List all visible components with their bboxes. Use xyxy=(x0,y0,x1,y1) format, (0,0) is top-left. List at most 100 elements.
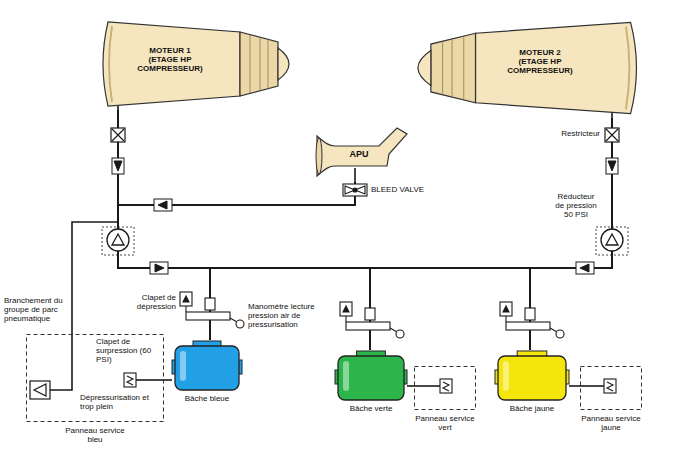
pipe xyxy=(414,385,440,387)
service-panel-valve xyxy=(607,382,613,391)
node-title: Bâche bleue xyxy=(172,394,242,403)
text-holder: MOTEUR 1(ETAGE HP COMPRESSEUR) xyxy=(130,46,210,74)
reservoir-valve-block xyxy=(506,322,550,330)
flow-arrow xyxy=(112,158,124,174)
pipe-connector xyxy=(530,118,612,350)
pipe xyxy=(136,379,164,381)
flow-arrow xyxy=(580,264,589,272)
intake-lip xyxy=(109,26,112,102)
bleed-valve xyxy=(345,186,365,194)
engine-node: MOTEUR 2(ETAGE HP COMPRESSEUR) xyxy=(405,18,640,118)
node-subtitle: (ETAGE HP COMPRESSEUR) xyxy=(130,55,210,73)
pressure-reducer xyxy=(606,234,618,245)
restrictor xyxy=(606,129,618,141)
text-holder: Bâche jaune xyxy=(495,404,569,413)
pressure-reducer xyxy=(601,229,623,251)
node-title: Bâche verte xyxy=(335,404,407,413)
tank-body xyxy=(175,346,239,390)
bleed-valve xyxy=(343,184,367,196)
apu-node: APU xyxy=(315,122,410,182)
dashed-border xyxy=(581,367,642,410)
ground-cart-connector xyxy=(34,384,46,396)
reservoir-node: Bâche bleue xyxy=(172,340,242,406)
service-panel-valve xyxy=(440,379,452,393)
restrictor xyxy=(605,128,619,142)
annotation-label: Clapet de dépression xyxy=(118,293,176,311)
engine-nacelle xyxy=(100,18,300,110)
text-holder: MOTEUR 2(ETAGE HP COMPRESSEUR) xyxy=(500,48,580,76)
flow-arrow xyxy=(608,161,616,171)
flow-arrow xyxy=(155,264,164,272)
text-holder: APU xyxy=(337,149,381,159)
service-panel-valve xyxy=(443,382,449,391)
pipe-connector xyxy=(210,118,612,340)
dashed-border xyxy=(27,335,164,422)
node-title: Panneau service bleu xyxy=(60,426,130,444)
pressure-reducer xyxy=(102,227,134,255)
pressure-reducer xyxy=(596,227,628,255)
flow-arrow xyxy=(158,201,167,209)
engine-body xyxy=(103,22,240,106)
reservoir-valve-block xyxy=(396,330,404,338)
restrictor xyxy=(111,128,619,142)
bleed-valve xyxy=(343,184,367,196)
pressure-reducer xyxy=(107,229,129,251)
intake-lip xyxy=(626,27,630,110)
annotation-label: Dépressurisation et trop plein xyxy=(80,393,160,411)
engine-body xyxy=(476,22,637,113)
reservoir-valve-block xyxy=(180,292,564,338)
apu-body xyxy=(317,128,407,176)
tank-highlight xyxy=(343,361,349,391)
flow-arrow xyxy=(114,161,122,171)
reservoir-valve-block xyxy=(343,306,349,312)
reservoir-node: Bâche jaune xyxy=(495,350,569,416)
text-holder: Panneau service jaune xyxy=(580,414,642,432)
annotation-label: Réducteur de pression 50 PSI xyxy=(554,192,598,220)
ground-cart-pipe xyxy=(50,222,118,390)
reservoir-valve-block xyxy=(500,302,512,316)
service-panel-valve xyxy=(127,376,133,385)
reservoir-node: Bâche verte xyxy=(335,350,407,416)
pipe xyxy=(50,98,612,390)
flow-arrow xyxy=(150,262,168,274)
reservoir-valve-block xyxy=(346,322,390,330)
reservoir-valve-block xyxy=(390,328,397,332)
text-holder: Panneau service bleu xyxy=(60,426,130,444)
pipe-connector xyxy=(370,118,612,350)
reservoir-valve-block xyxy=(185,306,186,312)
restrictor xyxy=(111,128,125,142)
reservoir-valve-block xyxy=(365,308,375,320)
pressure-reducer xyxy=(112,234,124,245)
engine-node: MOTEUR 1(ETAGE HP COMPRESSEUR) xyxy=(100,18,300,110)
annotation-label: Restricteur xyxy=(546,129,600,138)
service-panel-valve xyxy=(604,379,616,393)
reservoir-tank xyxy=(495,350,569,402)
dashed-border xyxy=(415,367,476,410)
text-holder: Bâche verte xyxy=(335,404,407,413)
reservoir-tank xyxy=(335,350,407,402)
pipe xyxy=(118,98,612,182)
restrictor xyxy=(112,129,124,141)
tank-highlight xyxy=(503,361,509,391)
reservoir-valve-block xyxy=(230,318,237,322)
reservoir-valve-block xyxy=(345,316,346,322)
annotation-label: Manomètre lecture pression air de pressu… xyxy=(248,302,332,330)
bleed-valve xyxy=(353,188,357,192)
pipe-connector xyxy=(164,379,172,381)
annotation-label: Branchement du groupe de parc pneumatiqu… xyxy=(4,296,66,324)
service-panel-outline xyxy=(580,366,642,410)
text-holder: Panneau service vert xyxy=(414,414,476,432)
annotation-label: BLEED VALVE xyxy=(371,185,433,194)
flow-arrow xyxy=(154,199,172,211)
node-subtitle: (ETAGE HP COMPRESSEUR) xyxy=(500,57,580,75)
engine-nozzle xyxy=(240,32,278,96)
service-panel-node: Panneau service vert xyxy=(414,366,476,435)
node-title: Panneau service jaune xyxy=(580,414,642,432)
tank-body xyxy=(338,356,404,400)
pipe-connector xyxy=(569,385,580,387)
nozzle-line xyxy=(443,36,464,99)
ground-cart-connector xyxy=(30,381,50,399)
reservoir-valve-block xyxy=(183,296,189,302)
